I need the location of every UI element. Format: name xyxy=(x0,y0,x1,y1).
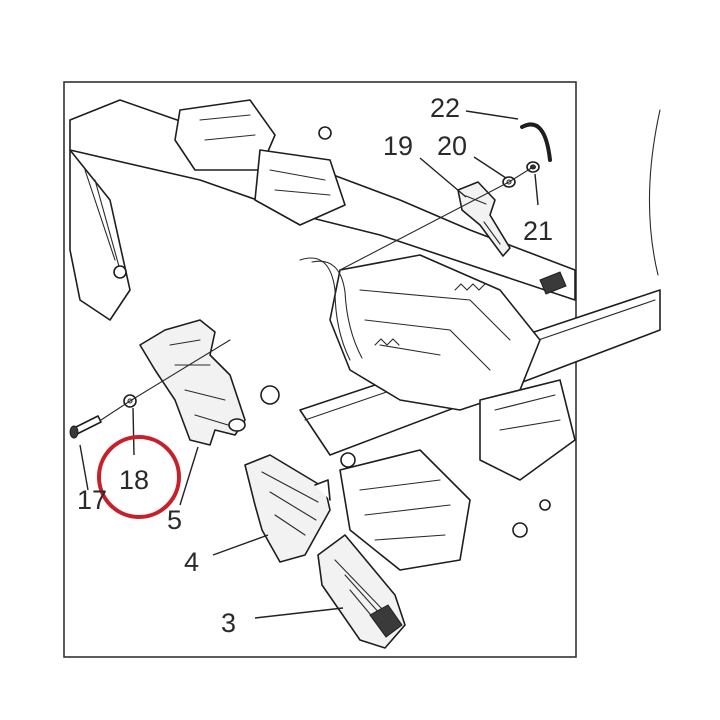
leader-20 xyxy=(473,156,507,179)
leader-21 xyxy=(534,173,539,206)
highlight-circle xyxy=(97,435,181,519)
part-19-bracket xyxy=(457,181,511,257)
leader-5 xyxy=(179,446,199,506)
leader-4 xyxy=(212,534,269,556)
callout-3: 3 xyxy=(221,608,236,638)
part-3-control-module xyxy=(317,534,406,649)
part-22-hose-clip xyxy=(520,122,552,162)
part-17-screw xyxy=(69,415,102,439)
part-5-holder-bracket xyxy=(139,319,246,446)
leader-22 xyxy=(465,110,519,120)
leader-19 xyxy=(419,157,467,198)
callout-20: 20 xyxy=(437,131,467,161)
leader-3 xyxy=(254,607,344,619)
callout-22: 22 xyxy=(430,93,460,123)
callout-4: 4 xyxy=(184,547,199,577)
callout-21: 21 xyxy=(523,216,553,246)
leader-17 xyxy=(79,444,89,491)
motorcycle-frame-assembly xyxy=(69,99,661,571)
callout-18: 18 xyxy=(119,465,149,495)
outer-arc xyxy=(648,109,661,276)
callout-19: 19 xyxy=(383,131,413,161)
callout-17: 17 xyxy=(77,485,107,515)
leader-18 xyxy=(132,407,135,456)
callout-5: 5 xyxy=(167,505,182,535)
